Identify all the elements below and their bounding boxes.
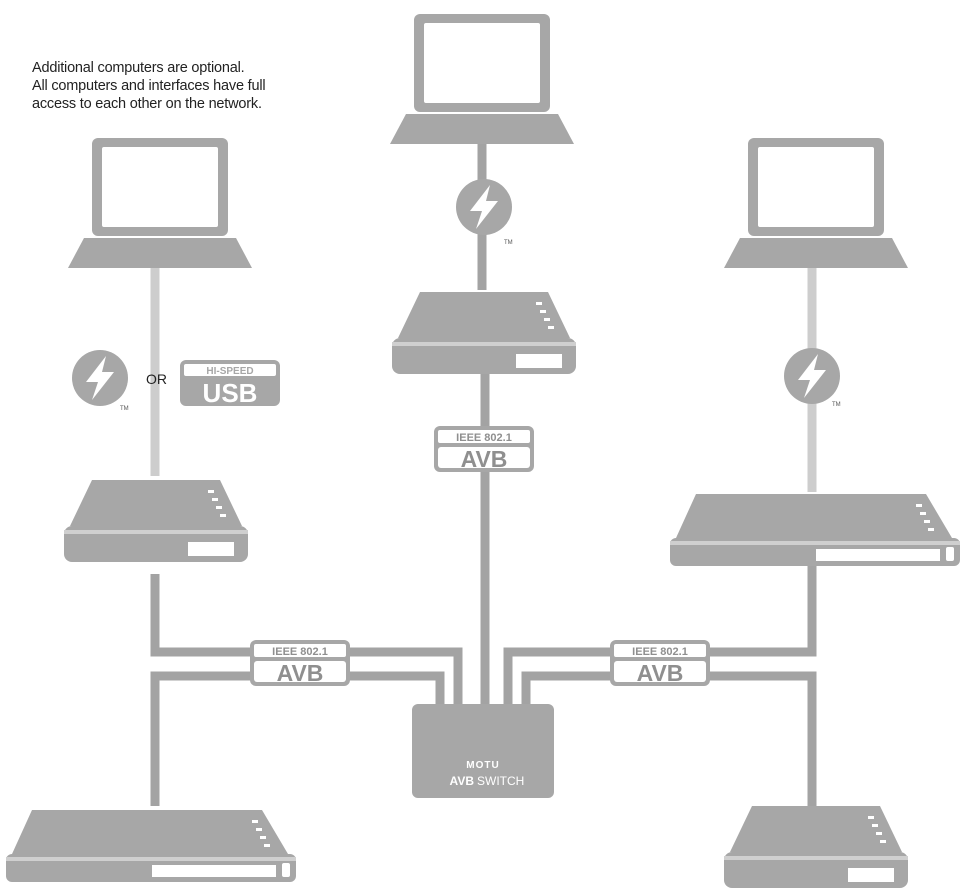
avb-badge-center-bottom: AVB: [461, 446, 508, 472]
interface-center: [392, 292, 576, 374]
avb-badge-left-bottom: AVB: [277, 660, 324, 686]
caption-line-3: access to each other on the network.: [32, 96, 262, 112]
laptop-right: [724, 138, 908, 268]
thunderbolt-top-icon: TM: [456, 179, 513, 246]
interface-bottom-right: [724, 806, 908, 888]
switch-brand-label: MOTU: [466, 760, 499, 771]
caption-line-1: Additional computers are optional.: [32, 60, 245, 76]
avb-badge-center-top: IEEE 802.1: [456, 432, 512, 444]
avb-badge-right: IEEE 802.1 AVB: [610, 640, 710, 686]
interface-right-rack: [670, 494, 960, 566]
avb-badge-right-top: IEEE 802.1: [632, 646, 688, 658]
thunderbolt-left-icon: TM: [72, 350, 129, 412]
tm-mark-top: TM: [504, 240, 513, 246]
laptop-left: [68, 138, 252, 268]
hi-speed-usb-logo: HI-SPEED USB: [180, 360, 280, 408]
interface-bottom-left-rack: [6, 810, 296, 882]
usb-badge-top-text: HI-SPEED: [206, 366, 253, 377]
cable-left-bottom-switch: [150, 671, 445, 806]
network-caption: Additional computers are optional. All c…: [32, 59, 332, 113]
avb-badge-center: IEEE 802.1 AVB: [434, 426, 534, 472]
switch-avb-label: AVB: [450, 774, 475, 788]
avb-badge-left-top: IEEE 802.1: [272, 646, 328, 658]
interface-left: [64, 480, 248, 562]
avb-badge-right-bottom: AVB: [637, 660, 684, 686]
tm-mark-left: TM: [120, 406, 129, 412]
tm-mark-right: TM: [832, 402, 841, 408]
avb-badge-left: IEEE 802.1 AVB: [250, 640, 350, 686]
laptop-top: [390, 14, 574, 144]
thunderbolt-right-icon: TM: [784, 348, 841, 408]
cable-right-bottom-switch: [521, 671, 817, 806]
switch-word-label: SWITCH: [477, 774, 524, 788]
or-label: OR: [146, 371, 167, 387]
caption-line-2: All computers and interfaces have full: [32, 78, 266, 94]
motu-avb-switch: MOTU AVB SWITCH: [412, 704, 554, 798]
usb-badge-bottom-text: USB: [203, 378, 258, 408]
